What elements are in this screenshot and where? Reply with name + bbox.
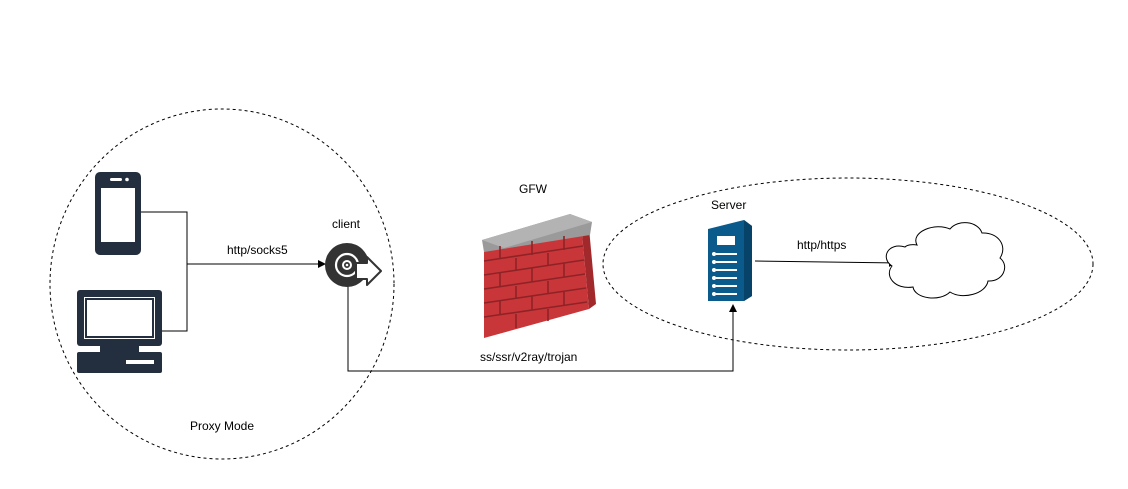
desktop-computer-icon [77, 290, 162, 373]
brick-firewall-icon [482, 214, 596, 338]
protocols-label: ss/ssr/v2ray/trojan [480, 350, 578, 364]
client-export-icon [325, 243, 382, 287]
server-label: Server [711, 198, 747, 212]
proxy-mode-boundary [49, 108, 395, 460]
smartphone-icon [95, 172, 141, 255]
device-connector [141, 211, 326, 332]
server-rack-icon [708, 220, 752, 301]
http-https-label: http/https [797, 238, 847, 252]
client-server-connector [347, 282, 737, 372]
server-cloud-connector [754, 258, 897, 267]
gfw-label: GFW [519, 182, 547, 196]
proxy-mode-label: Proxy Mode [190, 419, 255, 433]
client-label: client [332, 217, 361, 231]
server-boundary [602, 177, 1094, 351]
cloud-icon [885, 222, 1006, 299]
http-socks5-label: http/socks5 [227, 243, 288, 257]
